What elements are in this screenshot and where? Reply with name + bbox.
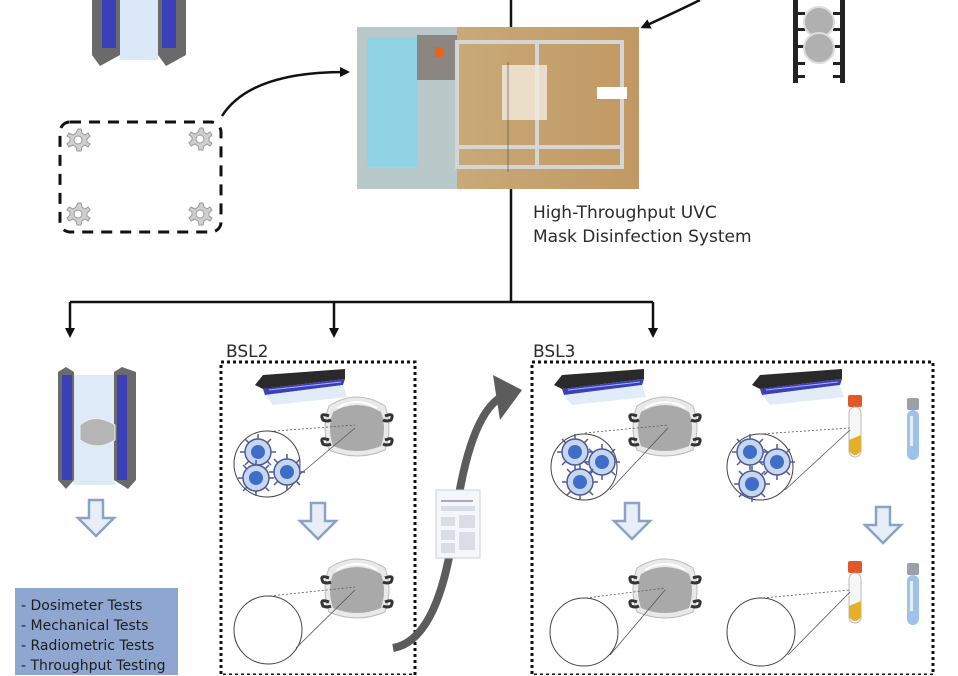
test-item: - Mechanical Tests [21, 618, 149, 634]
empty-magnified-circle [726, 597, 796, 667]
uvc-tower-with-mask-icon [58, 367, 136, 489]
empty-magnified-circle [233, 595, 303, 665]
system-caption: High-Throughput UVC Mask Disinfection Sy… [533, 201, 752, 249]
empty-magnified-circle [549, 597, 619, 667]
bsl3-box [530, 360, 935, 675]
frame-to-system-arrow [220, 67, 350, 117]
uv-lamp-icon [553, 368, 647, 406]
result-arrow-bsl3-mask [612, 501, 652, 541]
uv-lamp-icon [751, 368, 845, 406]
sample-tube-blue-icon [907, 398, 919, 460]
system-photo [357, 27, 639, 189]
paper-document-icon [435, 489, 481, 559]
mask-contaminated-icon [628, 395, 702, 458]
system-caption-line1: High-Throughput UVC [533, 203, 717, 223]
system-caption-line2: Mask Disinfection System [533, 227, 752, 247]
test-item: - Radiometric Tests [21, 638, 155, 654]
uv-lamp-icon [254, 368, 348, 406]
uvc-tower-icon [92, 0, 186, 66]
bsl3-label: BSL3 [533, 342, 576, 362]
result-arrow-bsl3-tubes [863, 505, 903, 545]
tests-list-box: - Dosimeter Tests - Mechanical Tests - R… [15, 588, 178, 675]
sample-tube-orange-icon [847, 394, 863, 458]
result-arrow-validation [76, 498, 116, 538]
test-item: - Throughput Testing [21, 658, 166, 674]
mask-clean-icon [320, 557, 394, 620]
test-item: - Dosimeter Tests [21, 598, 143, 614]
sample-tube-blue-icon [907, 563, 919, 625]
result-arrow-bsl2 [298, 501, 338, 541]
conveyor-frame-icon [58, 120, 223, 234]
sample-tube-orange-icon [847, 560, 863, 624]
mask-clean-icon [628, 557, 702, 620]
conveyor-to-system-arrow [640, 0, 701, 29]
bsl2-label: BSL2 [226, 342, 269, 362]
mask-conveyor-icon [793, 0, 845, 83]
bsl2-box [219, 360, 417, 675]
